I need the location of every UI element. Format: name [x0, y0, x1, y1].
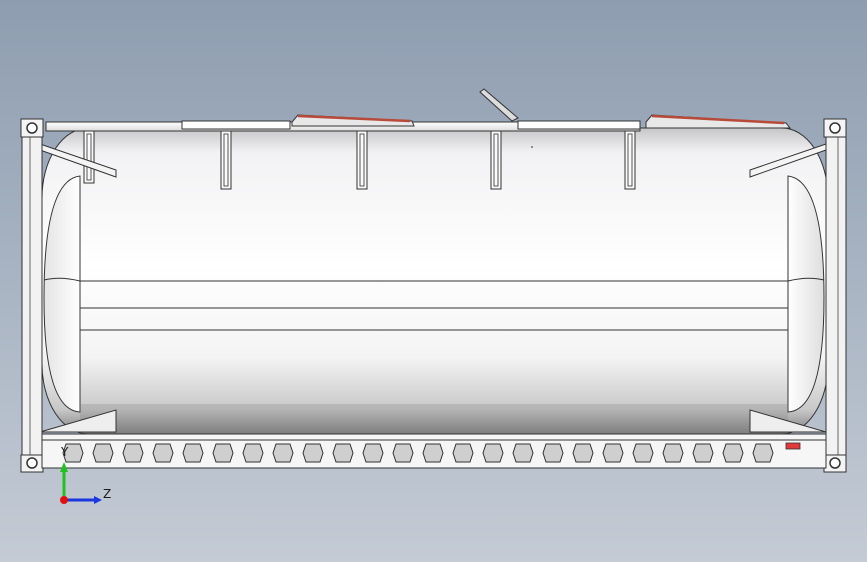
- hex-cutout: [62, 443, 84, 463]
- hex-cutout: [452, 443, 474, 463]
- hex-cutout: [242, 443, 264, 463]
- hex-cutout: [722, 443, 744, 463]
- tank-shell[interactable]: [41, 127, 829, 435]
- container-frame[interactable]: [20, 118, 847, 473]
- hex-cutout: [362, 443, 384, 463]
- hex-cutout: [422, 443, 444, 463]
- hex-cutout: [512, 443, 534, 463]
- hex-cutout: [392, 443, 414, 463]
- triad-y-label: Y: [60, 445, 69, 459]
- hex-cutout: [332, 443, 354, 463]
- hex-cutout: [482, 443, 504, 463]
- hex-cutouts: [62, 443, 774, 463]
- corner-casting-bottom-right: [823, 454, 847, 473]
- hex-cutout: [632, 443, 654, 463]
- manhole-hatch-2[interactable]: [645, 114, 792, 129]
- hex-cutout: [152, 443, 174, 463]
- triad-z-label: Z: [103, 487, 111, 501]
- gussets: [39, 143, 827, 433]
- hex-cutout: [572, 443, 594, 463]
- hex-cutout: [182, 443, 204, 463]
- manhole-hatch-1[interactable]: [291, 114, 415, 127]
- hex-cutout: [692, 443, 714, 463]
- coordinate-triad: Y Z: [60, 445, 111, 504]
- hex-cutout: [272, 443, 294, 463]
- hex-cutout: [542, 443, 564, 463]
- corner-casting-top-left: [20, 118, 44, 138]
- vent-valve-lid[interactable]: [479, 88, 533, 148]
- x-axis-dot: [60, 496, 68, 504]
- corner-casting-bottom-left: [20, 454, 44, 473]
- hex-cutout: [92, 443, 114, 463]
- red-marker: [785, 442, 801, 450]
- corner-casting-top-right: [823, 118, 847, 138]
- support-brackets: [83, 130, 636, 190]
- hex-cutout: [302, 443, 324, 463]
- hex-cutout: [662, 443, 684, 463]
- hex-cutout: [752, 443, 774, 463]
- bottom-side-rail[interactable]: [41, 433, 827, 469]
- hex-cutout: [602, 443, 624, 463]
- hex-cutout: [212, 443, 234, 463]
- hex-cutout: [122, 443, 144, 463]
